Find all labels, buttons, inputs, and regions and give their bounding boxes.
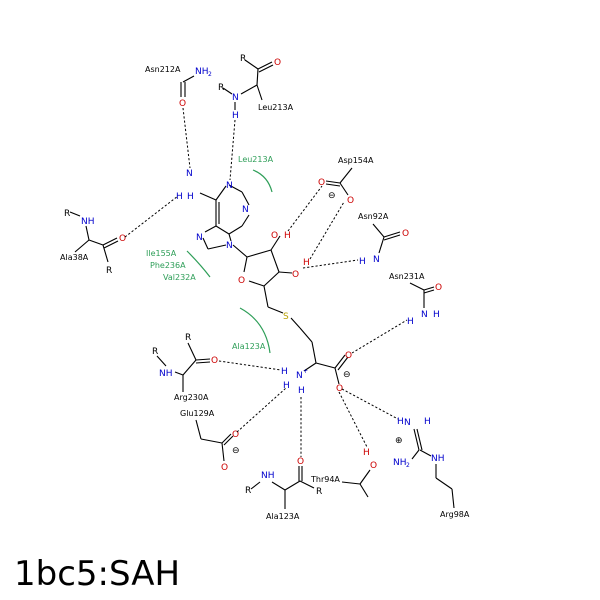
leu213-n: N: [232, 93, 239, 103]
asn92-o: O: [402, 229, 409, 239]
atom-n6-n: N: [186, 169, 193, 179]
thr94-o: O: [370, 461, 377, 471]
ala123-r1: R: [245, 486, 251, 496]
asn212-o: O: [179, 99, 186, 109]
atom-o2: O: [271, 231, 278, 241]
ala38-o: O: [119, 234, 126, 244]
arg230-r1: R: [152, 347, 158, 357]
atom-o3-h: H: [303, 258, 310, 268]
asn231-h: H: [407, 317, 414, 327]
atom-n7: N: [196, 233, 203, 243]
hydrophobic-label-ala123: Ala123A: [232, 342, 266, 351]
atom-n9: N: [226, 241, 233, 251]
residue-label-ala123: Ala123A: [266, 512, 300, 521]
residue-ala123: O NH R R Ala123A: [245, 457, 322, 521]
arg230-o: O: [211, 356, 218, 366]
hydrophobic-label-ile155: Ile155A: [146, 249, 177, 258]
atom-n-amine-h1: H: [281, 367, 288, 377]
residue-thr94: H O Thr94A: [310, 448, 377, 498]
arg98-nh2: NH: [393, 458, 407, 468]
glu129-o2: O: [221, 463, 228, 473]
asn231-h-right: H: [433, 310, 440, 320]
hydrogen-bonds: [124, 107, 408, 457]
atom-n6-h: H: [176, 192, 183, 202]
residue-label-asp154: Asp154A: [338, 156, 374, 165]
residue-glu129: Glu129A O O ⊖: [180, 409, 240, 473]
hydrophobic-label-leu213: Leu213A: [238, 155, 274, 164]
atom-s: S: [283, 312, 289, 322]
ala123-r2: R: [316, 487, 322, 497]
residue-label-asn212: Asn212A: [145, 65, 181, 74]
arg230-r2: R: [185, 333, 191, 343]
ligand-atoms: N N N N N H H O O H O H S O O ⊖ N + H H …: [176, 169, 352, 396]
asn92-n: N: [373, 255, 380, 265]
atom-oxt1: O: [345, 351, 352, 361]
residue-label-arg98: Arg98A: [440, 510, 470, 519]
atom-n3: N: [242, 205, 249, 215]
asn212-nh: NH: [195, 67, 209, 77]
atom-n6-h2: H: [187, 192, 194, 202]
asp154-o2: O: [347, 196, 354, 206]
residue-label-thr94: Thr94A: [310, 475, 340, 484]
ala38-nh: NH: [81, 217, 95, 227]
residue-label-leu213-top: Leu213A: [258, 103, 294, 112]
arg98-nh: NH: [431, 454, 445, 464]
hydrophobic-arcs: [186, 169, 273, 354]
atom-n-amine-plus: +: [303, 368, 308, 375]
residue-label-asn231: Asn231A: [389, 272, 425, 281]
asn92-h: H: [359, 257, 366, 267]
arg98-cation: ⊕: [395, 436, 403, 446]
ala38-r2: R: [106, 266, 112, 276]
atom-n1: N: [226, 181, 233, 191]
leu213-r1: R: [240, 54, 246, 64]
residue-label-glu129: Glu129A: [180, 409, 215, 418]
atom-oxt2: O: [336, 384, 343, 394]
residue-ala38: R NH O R Ala38A: [60, 209, 126, 276]
residue-label-ala38: Ala38A: [60, 253, 89, 262]
residue-label-asn92: Asn92A: [358, 212, 389, 221]
hydrophobic-label-phe236: Phe236A: [150, 261, 186, 270]
atom-n-amine-h2: H: [283, 381, 290, 391]
ligand-bonds: [199, 184, 349, 385]
residue-arg98: H N H ⊕ NH 2 NH Arg98A: [393, 417, 470, 519]
ala38-r1: R: [64, 209, 70, 219]
arg230-nh: NH: [159, 369, 173, 379]
atom-o2-h: H: [284, 231, 291, 241]
arg98-h2: H: [424, 417, 431, 427]
residue-asn231: Asn231A O N H H: [389, 272, 442, 327]
leu213-o: O: [274, 58, 281, 68]
asn212-nh-sub: 2: [208, 71, 212, 78]
glu129-o1: O: [232, 430, 239, 440]
ala123-nh: NH: [261, 471, 275, 481]
atom-carboxylate-minus: ⊖: [343, 370, 351, 380]
ala123-o: O: [297, 457, 304, 467]
atom-o-ring: O: [238, 276, 245, 286]
residue-leu213-top: R O R N H Leu213A: [218, 54, 294, 121]
page-title: 1bc5:SAH: [14, 554, 180, 594]
arg98-h1: H: [397, 417, 404, 427]
arg98-n1: N: [404, 418, 411, 428]
hydrophobic-label-val232: Val232A: [163, 273, 196, 282]
arg98-nh2-sub: 2: [406, 462, 410, 469]
residue-asn92: Asn92A O N H: [358, 212, 409, 267]
asp154-o1: O: [318, 178, 325, 188]
asn231-n: N: [421, 310, 428, 320]
atom-n-amine-h3: H: [298, 386, 305, 396]
leu213-h: H: [232, 111, 239, 121]
residue-arg230: R R O NH Arg230A: [152, 333, 218, 402]
residue-label-arg230: Arg230A: [174, 393, 209, 402]
thr94-h: H: [363, 448, 370, 458]
asn231-o: O: [435, 283, 442, 293]
glu129-minus: ⊖: [232, 446, 240, 456]
asp154-minus: ⊖: [328, 191, 336, 201]
atom-n-amine: N: [296, 371, 303, 381]
leu213-r2: R: [218, 83, 224, 93]
residue-asn212: Asn212A NH 2 O: [145, 65, 212, 109]
atom-o3: O: [292, 270, 299, 280]
residue-asp154: Asp154A O O ⊖: [318, 156, 374, 206]
